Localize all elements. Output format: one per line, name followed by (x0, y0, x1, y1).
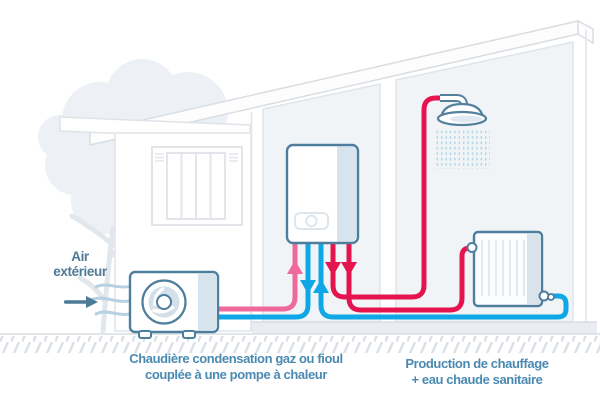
fan-icon (141, 279, 187, 325)
air-label-line2: extérieur (53, 264, 107, 279)
arrow-down-blue-icon (300, 280, 316, 294)
arrow-up-pink-icon (287, 260, 303, 274)
boiler-caption-line2: couplée à une pompe à chaleur (144, 366, 327, 382)
arrow-up-blue-icon (313, 279, 329, 293)
radiator-fins (481, 240, 525, 296)
radiator (466, 230, 555, 308)
red-pipe-heating-supply (346, 243, 471, 313)
production-caption-line2: + eau chaude sanitaire (411, 371, 543, 387)
production-caption: Production de chauffage + eau chaude san… (382, 356, 572, 387)
boiler-side-panel (337, 146, 357, 242)
ground-hatch (0, 336, 600, 353)
red-pipe-hot-water-to-shower (330, 95, 442, 300)
heat-pump-foot-left (138, 330, 152, 339)
radiator-outlet-valve (538, 290, 550, 302)
window-shutter-icon (151, 146, 243, 226)
radiator-outlet-nut (547, 293, 555, 301)
air-exterieur-label: Air extérieur (34, 249, 126, 279)
pipe-network (215, 95, 569, 320)
radiator-inlet-valve (466, 242, 478, 253)
air-label-line1: Air (71, 249, 89, 264)
radiator-side-shade (527, 234, 540, 304)
shower-icon (436, 94, 490, 169)
boiler-caption: Chaudière condensation gaz ou fioul coup… (108, 351, 364, 382)
heat-pump-foot-right (182, 330, 196, 339)
blue-pipe-heating-return (318, 243, 569, 320)
blue-pipe-heat-pump-return (215, 243, 311, 320)
arrow-down-red-icon (325, 262, 341, 276)
arrow-down-red2-icon (341, 262, 357, 276)
shower-head-shade (450, 115, 482, 123)
shower-spray (436, 128, 490, 169)
house (0, 19, 600, 353)
boiler-caption-line1: Chaudière condensation gaz ou fioul (129, 351, 343, 366)
interior-floor (252, 322, 597, 334)
heat-pump (128, 270, 220, 339)
heat-pump-side-panel (198, 274, 216, 330)
pink-pipe-heat-pump-supply (215, 243, 298, 312)
flow-arrows (287, 260, 357, 294)
production-caption-line1: Production de chauffage (405, 356, 549, 371)
boiler-control-dial (305, 214, 318, 228)
boiler (285, 143, 360, 245)
air-flow-arrow-icon (64, 296, 98, 308)
